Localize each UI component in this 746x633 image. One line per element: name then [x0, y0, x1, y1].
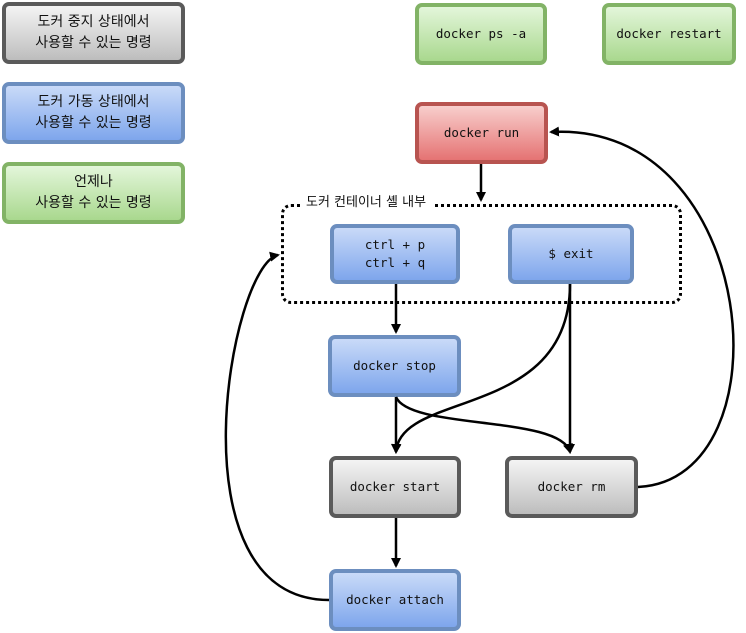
edge-exit-to-start	[391, 283, 572, 454]
docker-start-node: docker start	[329, 456, 461, 518]
legend-running-state: 도커 가동 상태에서 사용할 수 있는 명령	[2, 82, 185, 144]
docker-ps-node: docker ps -a	[415, 3, 547, 65]
docker-run-node: docker run	[415, 102, 548, 164]
container-shell-label: 도커 컨테이너 셸 내부	[300, 193, 433, 213]
docker-stop-node: docker stop	[328, 335, 461, 397]
container-shell-group	[281, 204, 682, 304]
docker-attach-node: docker attach	[329, 569, 461, 631]
docker-rm-node: docker rm	[505, 456, 638, 518]
docker-restart-node: docker restart	[602, 3, 736, 65]
detach-keys-node: ctrl + p ctrl + q	[330, 224, 460, 284]
legend-anytime: 언제나 사용할 수 있는 명령	[2, 162, 185, 224]
edge-rm-to-run	[549, 126, 735, 489]
edge-stop-to-rm	[394, 396, 573, 454]
legend-stopped-state: 도커 중지 상태에서 사용할 수 있는 명령	[2, 2, 185, 64]
edge-attach-to-shell	[224, 251, 330, 602]
exit-node: $ exit	[508, 224, 634, 284]
